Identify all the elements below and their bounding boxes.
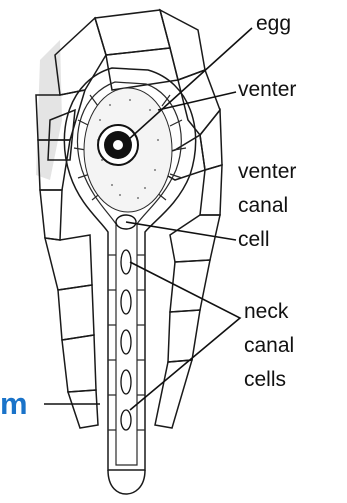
label-venter-canal-cell-3: cell xyxy=(238,228,270,251)
egg-cell xyxy=(98,125,138,165)
neck-tip xyxy=(108,470,145,494)
label-neck-canal-cells-2: canal xyxy=(244,334,294,357)
label-venter: venter xyxy=(238,78,296,101)
label-neck-canal-cells-3: cells xyxy=(244,368,286,391)
label-egg: egg xyxy=(256,12,291,35)
jacket-shading xyxy=(36,40,62,180)
label-venter-canal-cell-2: canal xyxy=(238,194,288,217)
label-neck-canal-cells-1: neck xyxy=(244,300,289,323)
neck-canal-cells xyxy=(121,250,131,430)
label-venter-canal-cell-1: venter xyxy=(238,160,296,183)
left-edge-fragment-label: m xyxy=(0,386,28,421)
